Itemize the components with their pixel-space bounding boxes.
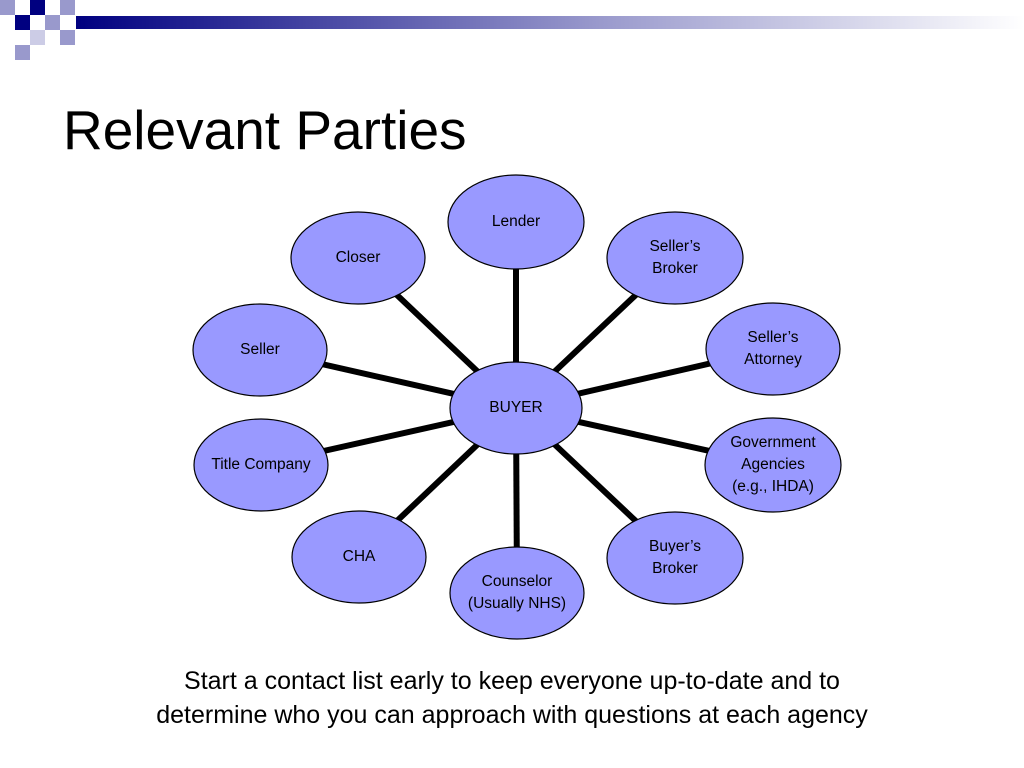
node-closer <box>290 211 426 305</box>
deco-square <box>15 45 30 60</box>
node-buyers-broker <box>606 511 744 605</box>
node-sellers-broker <box>606 211 744 305</box>
node-seller <box>192 303 328 397</box>
node-label-counselor: Counselor (Usually NHS) <box>467 573 567 612</box>
node-label-lender: Lender <box>491 213 541 230</box>
node-label-cha: CHA <box>342 548 376 565</box>
node-government-agencies <box>704 417 842 513</box>
node-label-seller: Seller <box>240 341 280 358</box>
node-label-buyer: BUYER <box>489 399 543 416</box>
caption-line-2: determine who you can approach with ques… <box>156 701 868 729</box>
node-label-sellers-attorney: Seller’s Attorney <box>744 329 802 368</box>
caption-line-1: Start a contact list early to keep every… <box>184 667 840 695</box>
slide-caption: Start a contact list early to keep every… <box>0 664 1024 732</box>
node-label-government-agencies: Government Agencies (e.g., IHDA) <box>730 434 816 495</box>
node-sellers-attorney <box>705 302 841 396</box>
node-cha <box>291 510 427 604</box>
deco-square <box>60 0 75 15</box>
header-gradient-band <box>76 16 1024 29</box>
node-lender <box>447 174 585 270</box>
deco-square <box>30 0 45 15</box>
deco-square <box>0 0 15 15</box>
node-label-sellers-broker: Seller’s Broker <box>649 238 701 277</box>
slide-title: Relevant Parties <box>63 99 467 161</box>
node-label-title-company: Title Company <box>211 456 311 473</box>
corner-decoration <box>0 0 1024 60</box>
node-label-closer: Closer <box>335 249 381 266</box>
relationship-diagram <box>192 174 842 640</box>
node-title-company <box>193 418 329 512</box>
node-buyer <box>449 361 583 455</box>
deco-square <box>30 30 45 45</box>
node-label-buyers-broker: Buyer’s Broker <box>649 538 701 577</box>
deco-square <box>60 30 75 45</box>
deco-square <box>15 15 30 30</box>
node-counselor <box>449 546 585 640</box>
deco-square <box>45 15 60 30</box>
